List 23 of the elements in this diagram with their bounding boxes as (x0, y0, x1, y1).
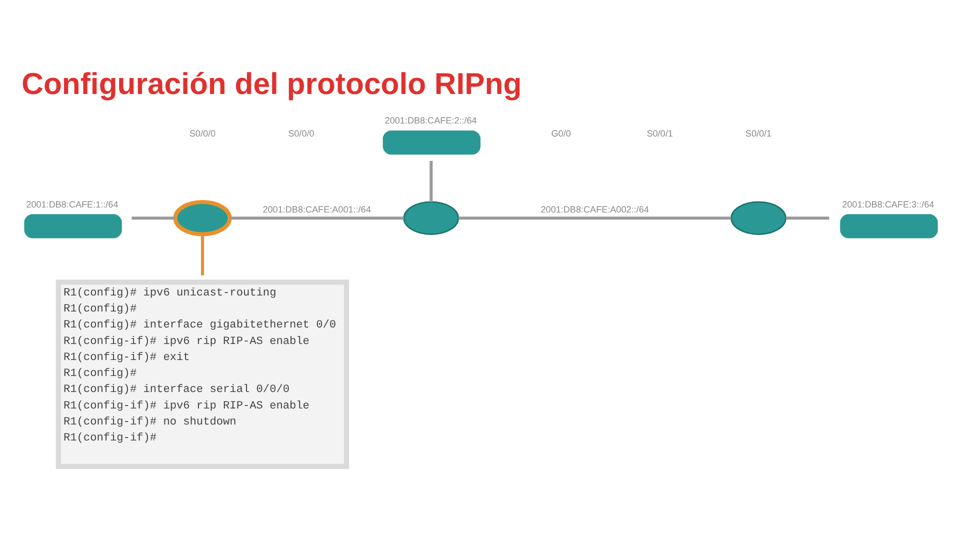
node-label: 2001:DB8:CAFE:1::/64 (26, 199, 118, 210)
connector (458, 216, 731, 220)
label: G0/0 (550, 128, 570, 139)
label: S0/0/0 (288, 128, 314, 139)
connector (131, 216, 175, 220)
node-label: 2001:DB8:CAFE:2::/64 (384, 116, 476, 126)
node-box (840, 214, 938, 238)
label: S0/0/1 (744, 128, 772, 139)
node-cylinder (402, 201, 459, 235)
node-cylinder (730, 201, 786, 235)
edge-label: 2001:DB8:CAFE:A001::/64 (262, 204, 370, 214)
node-box (24, 214, 122, 238)
connector (200, 234, 204, 276)
connector (230, 216, 404, 220)
node-label: 2001:DB8:CAFE:3::/64 (842, 199, 934, 210)
label: S0/0/1 (646, 128, 672, 139)
node-cylinder (172, 200, 232, 236)
node-box (382, 130, 480, 155)
edge-label: 2001:DB8:CAFE:A002::/64 (540, 204, 648, 214)
label: S0/0/0 (188, 128, 216, 139)
diagram-title: Configuración del protocolo RIPng (21, 68, 522, 102)
connector (785, 216, 829, 220)
connector (429, 160, 432, 202)
